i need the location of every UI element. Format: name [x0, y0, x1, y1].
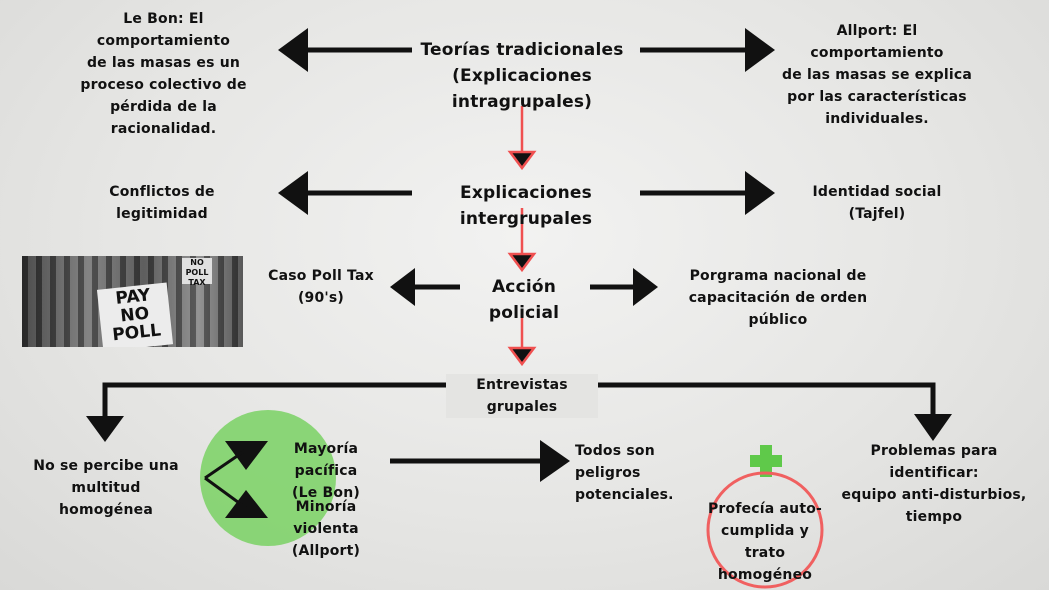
- node-accion-policial: Acción policial: [488, 277, 560, 323]
- arrow-to-programa: [590, 268, 658, 306]
- red-arrow-1: [507, 106, 537, 171]
- node-mayoria-pacifica: Mayoría pacífica (Le Bon): [292, 441, 360, 501]
- arrow-to-caso-poll-tax: [390, 268, 460, 306]
- arrow-to-le-bon: [278, 28, 412, 72]
- node-problemas: Problemas para identificar: equipo anti-…: [841, 443, 1027, 525]
- node-caso-poll-tax: Caso Poll Tax (90's): [268, 268, 374, 306]
- protest-photo: PAY NO POLL NO POLL TAX: [22, 256, 243, 347]
- node-programa: Porgrama nacional de capacitación de ord…: [688, 268, 868, 328]
- node-conflictos: Conflictos de legitimidad: [109, 184, 215, 222]
- red-arrow-3: [507, 313, 537, 367]
- node-identidad-social: Identidad social (Tajfel): [812, 184, 942, 222]
- node-no-multitud: No se percibe una multitud homogénea: [33, 458, 179, 518]
- branch-right: [598, 382, 952, 441]
- hourglass-icon: [204, 441, 268, 518]
- node-allport: Allport: El comportamiento de las masas …: [781, 23, 973, 127]
- plus-icon: [750, 445, 782, 477]
- arrow-to-allport: [640, 28, 775, 72]
- arrow-to-conflictos: [278, 171, 412, 215]
- red-circle: [706, 471, 824, 589]
- node-intergrupales: Explicaciones intergrupales: [459, 183, 593, 229]
- arrow-to-identidad: [640, 171, 775, 215]
- node-teorias-tradicionales: Teorías tradicionales (Explicaciones int…: [420, 40, 624, 112]
- node-le-bon: Le Bon: El comportamiento de las masas e…: [80, 11, 247, 137]
- branch-left: [86, 382, 446, 442]
- red-arrow-2: [507, 208, 537, 273]
- node-minoria-violenta: Minoría violenta (Allport): [291, 499, 361, 559]
- node-entrevistas-grupales: Entrevistas grupales: [446, 374, 598, 418]
- no-poll-tax-sign: NO POLL TAX: [182, 258, 212, 287]
- pay-no-poll-sign: PAY NO POLL: [96, 282, 174, 347]
- node-profecia: Profecía auto- cumplida y trato homogéne…: [707, 501, 823, 583]
- node-todos-peligros: Todos son peligros potenciales.: [575, 443, 674, 503]
- arrow-to-todos: [390, 440, 570, 482]
